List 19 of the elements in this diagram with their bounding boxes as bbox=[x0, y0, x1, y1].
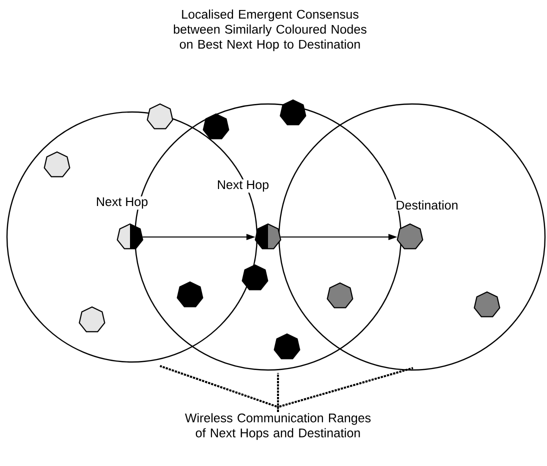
caption-text: Wireless Communication Ranges of Next Hops and Destination bbox=[184, 413, 371, 440]
network-node bbox=[116, 223, 144, 250]
network-node bbox=[274, 333, 300, 360]
network-node bbox=[326, 282, 354, 308]
network-node bbox=[176, 281, 204, 308]
network-node bbox=[396, 223, 424, 250]
network-node bbox=[44, 151, 70, 178]
network-node bbox=[78, 306, 106, 332]
node-label: Next Hop bbox=[216, 179, 270, 193]
network-node bbox=[280, 99, 306, 126]
network-node bbox=[202, 113, 230, 140]
title: Localised Emergent Consensus between Similarly Coloured Nodes on Best Next Hop to Destination bbox=[174, 10, 366, 52]
node-label: Next Hop bbox=[94, 196, 150, 210]
node-label: Destination bbox=[394, 199, 460, 211]
network-node bbox=[254, 223, 282, 250]
network-node bbox=[242, 264, 268, 290]
leader-line bbox=[277, 367, 414, 412]
network-node bbox=[146, 103, 174, 130]
network-node bbox=[474, 291, 500, 318]
